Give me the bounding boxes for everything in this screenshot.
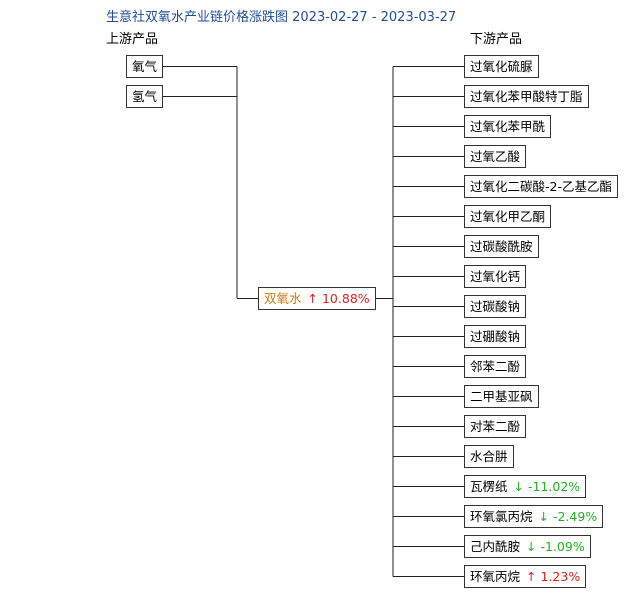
- downstream-change-value: -1.09%: [540, 539, 585, 554]
- upstream-node-label: 氧气: [132, 59, 158, 74]
- downstream-node[interactable]: 过氧化甲乙酮: [464, 205, 552, 228]
- downstream-node-label: 己内酰胺: [470, 539, 521, 554]
- arrow-down-icon: ↓: [526, 539, 537, 554]
- downstream-node-label: 过氧化苯甲酰: [470, 119, 546, 134]
- center-node-label: 双氧水: [264, 291, 302, 306]
- downstream-node[interactable]: 过氧化苯甲酰: [464, 115, 552, 138]
- center-node-hydrogen-peroxide[interactable]: 双氧水 ↑ 10.88%: [258, 287, 376, 310]
- downstream-node[interactable]: 对苯二酚: [464, 415, 527, 438]
- downstream-node-label: 过氧化钙: [470, 269, 521, 284]
- downstream-node[interactable]: 过碳酸钠: [464, 295, 527, 318]
- downstream-node[interactable]: 过碳酸酰胺: [464, 235, 539, 258]
- downstream-node-label: 过硼酸钠: [470, 329, 521, 344]
- arrow-down-icon: ↓: [538, 509, 549, 524]
- arrow-up-icon: ↑: [526, 569, 537, 584]
- downstream-node[interactable]: 瓦楞纸 ↓ -11.02%: [464, 475, 587, 498]
- downstream-node-label: 过氧化甲乙酮: [470, 209, 546, 224]
- downstream-node[interactable]: 过氧乙酸: [464, 145, 527, 168]
- downstream-node[interactable]: 过氧化二碳酸-2-乙基乙酯: [464, 175, 618, 198]
- downstream-node-label: 瓦楞纸: [470, 479, 508, 494]
- downstream-node[interactable]: 二甲基亚砜: [464, 385, 539, 408]
- downstream-change-value: 1.23%: [540, 569, 581, 584]
- downstream-node-label: 水合肼: [470, 449, 508, 464]
- upstream-node-label: 氢气: [132, 89, 158, 104]
- upstream-header: 上游产品: [106, 32, 159, 47]
- downstream-node-label: 过氧乙酸: [470, 149, 521, 164]
- downstream-header: 下游产品: [470, 32, 523, 47]
- downstream-node[interactable]: 过氧化钙: [464, 265, 527, 288]
- downstream-change: ↓ -11.02%: [514, 479, 581, 494]
- downstream-node-label: 邻苯二酚: [470, 359, 521, 374]
- center-change-value: 10.88%: [321, 291, 370, 306]
- arrow-up-icon: ↑: [307, 291, 318, 306]
- downstream-change: ↑ 1.23%: [526, 569, 580, 584]
- downstream-change: ↓ -2.49%: [539, 509, 598, 524]
- chart-title: 生意社双氧水产业链价格涨跌图 2023-02-27 - 2023-03-27: [106, 10, 457, 25]
- downstream-change-value: -2.49%: [552, 509, 598, 524]
- downstream-node-label: 环氧氯丙烷: [470, 509, 533, 524]
- upstream-node[interactable]: 氢气: [126, 85, 164, 108]
- downstream-node-label: 过氧化硫脲: [470, 59, 533, 74]
- downstream-node-label: 对苯二酚: [470, 419, 521, 434]
- downstream-node[interactable]: 邻苯二酚: [464, 355, 527, 378]
- downstream-node[interactable]: 环氧氯丙烷 ↓ -2.49%: [464, 505, 604, 528]
- downstream-node[interactable]: 环氧丙烷 ↑ 1.23%: [464, 565, 587, 588]
- downstream-node[interactable]: 水合肼: [464, 445, 514, 468]
- downstream-node-label: 过碳酸酰胺: [470, 239, 533, 254]
- downstream-change: ↓ -1.09%: [526, 539, 585, 554]
- downstream-node-label: 环氧丙烷: [470, 569, 521, 584]
- downstream-node-label: 二甲基亚砜: [470, 389, 533, 404]
- upstream-node[interactable]: 氧气: [126, 55, 164, 78]
- downstream-node[interactable]: 过氧化苯甲酸特丁脂: [464, 85, 589, 108]
- downstream-node-label: 过氧化二碳酸-2-乙基乙酯: [470, 179, 612, 194]
- downstream-change-value: -11.02%: [527, 479, 581, 494]
- downstream-node-label: 过碳酸钠: [470, 299, 521, 314]
- arrow-down-icon: ↓: [513, 479, 524, 494]
- center-change: ↑ 10.88%: [308, 291, 370, 306]
- downstream-node[interactable]: 过氧化硫脲: [464, 55, 539, 78]
- downstream-node-label: 过氧化苯甲酸特丁脂: [470, 89, 583, 104]
- downstream-node[interactable]: 己内酰胺 ↓ -1.09%: [464, 535, 591, 558]
- downstream-node[interactable]: 过硼酸钠: [464, 325, 527, 348]
